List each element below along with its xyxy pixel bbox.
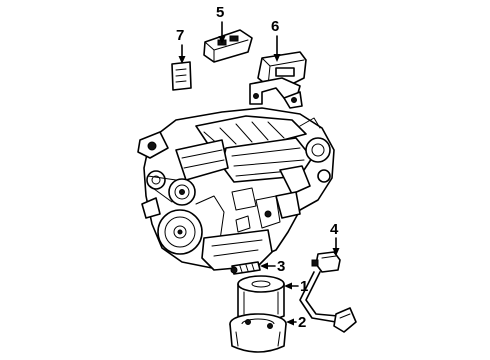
callout-6-leader [273, 35, 281, 62]
callout-2: 2 [298, 314, 306, 331]
callout-5-leader [218, 21, 226, 44]
callout-1: 1 [300, 278, 308, 295]
filter-adapter-part-2 [229, 313, 287, 353]
callout-1-leader [284, 282, 299, 290]
sensor-part-7 [171, 61, 192, 91]
callout-3-leader [260, 262, 276, 270]
tube-assembly [299, 271, 357, 333]
callout-7: 7 [176, 27, 184, 44]
callout-5: 5 [216, 4, 224, 21]
callout-3: 3 [277, 258, 285, 275]
callout-7-leader [178, 44, 186, 64]
callout-2-leader [286, 318, 297, 326]
callout-4: 4 [330, 221, 339, 238]
callout-6: 6 [271, 18, 279, 35]
control-module-part-5 [203, 29, 253, 63]
engine-assembly [137, 107, 335, 271]
ignition-bracket-part-6 [249, 51, 307, 109]
sensor-part-3 [230, 261, 261, 275]
callout-4-leader [332, 237, 340, 256]
sensor-part-4 [311, 251, 341, 273]
